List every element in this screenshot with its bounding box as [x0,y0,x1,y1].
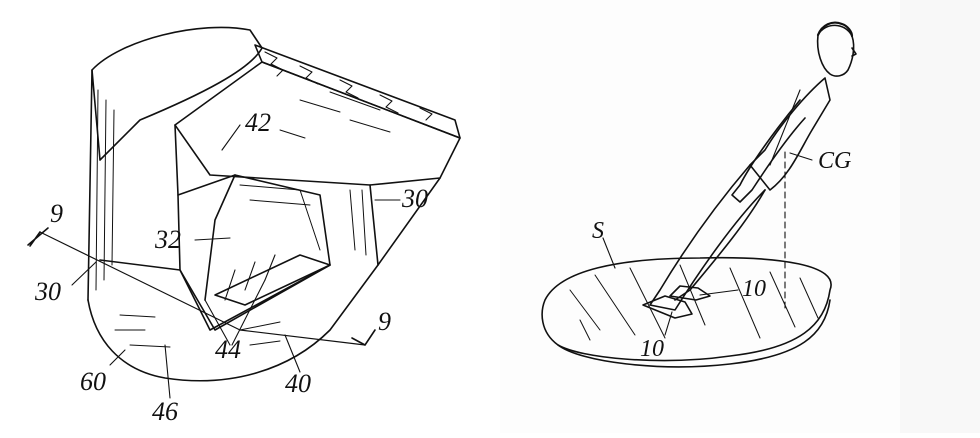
leader-10-right [699,289,739,296]
label-9-top: 9 [50,199,63,228]
shoe-insert-svg: 42 30 9 32 30 44 9 60 40 46 [27,26,461,426]
label-9-bottom: 9 [378,307,391,336]
heel-back-edge [87,69,93,301]
section-arrow-top [27,227,49,247]
torso-fold [769,89,801,166]
arm [731,99,806,203]
label-44: 44 [215,335,241,364]
label-30-left: 30 [34,277,61,306]
leader-s [602,237,616,269]
platform-woodgrain [569,264,819,341]
label-60: 60 [80,367,106,396]
upper-block-hatching [279,91,391,139]
heel-counter-outline [91,26,263,161]
heel-hatching [95,89,115,291]
leader-60 [109,349,126,366]
upper-block [174,61,461,186]
platform-thickness [557,299,831,368]
label-10-bottom: 10 [640,336,664,362]
sole-top-edge [99,259,331,331]
leader-32 [194,237,231,241]
leader-44 [204,279,266,346]
right-wall-hatching [349,189,367,256]
label-32: 32 [154,225,181,254]
label-30-right: 30 [401,184,428,213]
shoe-upper [669,285,711,301]
label-40: 40 [285,369,311,398]
label-42: 42 [245,108,271,137]
leaning-figure-svg: CG S 10 10 [541,21,857,368]
leader-10-bottom [664,311,673,336]
padding-texture [264,51,433,121]
hair [816,21,854,38]
head-outline [816,24,855,77]
label-10-right: 10 [742,276,766,302]
upper-block-left-edge [174,124,179,196]
section-arrow-bottom [351,329,376,346]
nose [851,47,857,57]
shoe-lower [642,295,693,319]
leader-46 [164,344,171,399]
leader-cg [789,152,813,161]
ramp-ribs [224,254,276,301]
label-cg: CG [818,148,851,174]
cavity-left-edge [204,174,236,301]
leader-42 [221,124,241,151]
platform-s-outline [541,256,832,362]
leg-front [674,189,766,301]
leg-back [649,164,766,311]
leader-30-left [71,261,97,286]
leader-40 [284,334,301,373]
label-46: 46 [152,397,178,426]
shoe-insert-cutaway-drawing: 42 30 9 32 30 44 9 60 40 46 [27,26,461,426]
cavity-hatching [239,184,321,251]
label-s: S [592,218,604,244]
sole-front-edge [87,264,379,382]
right-margin [900,0,980,433]
sole-hatching [114,314,281,348]
top-padding-strip [254,44,461,139]
